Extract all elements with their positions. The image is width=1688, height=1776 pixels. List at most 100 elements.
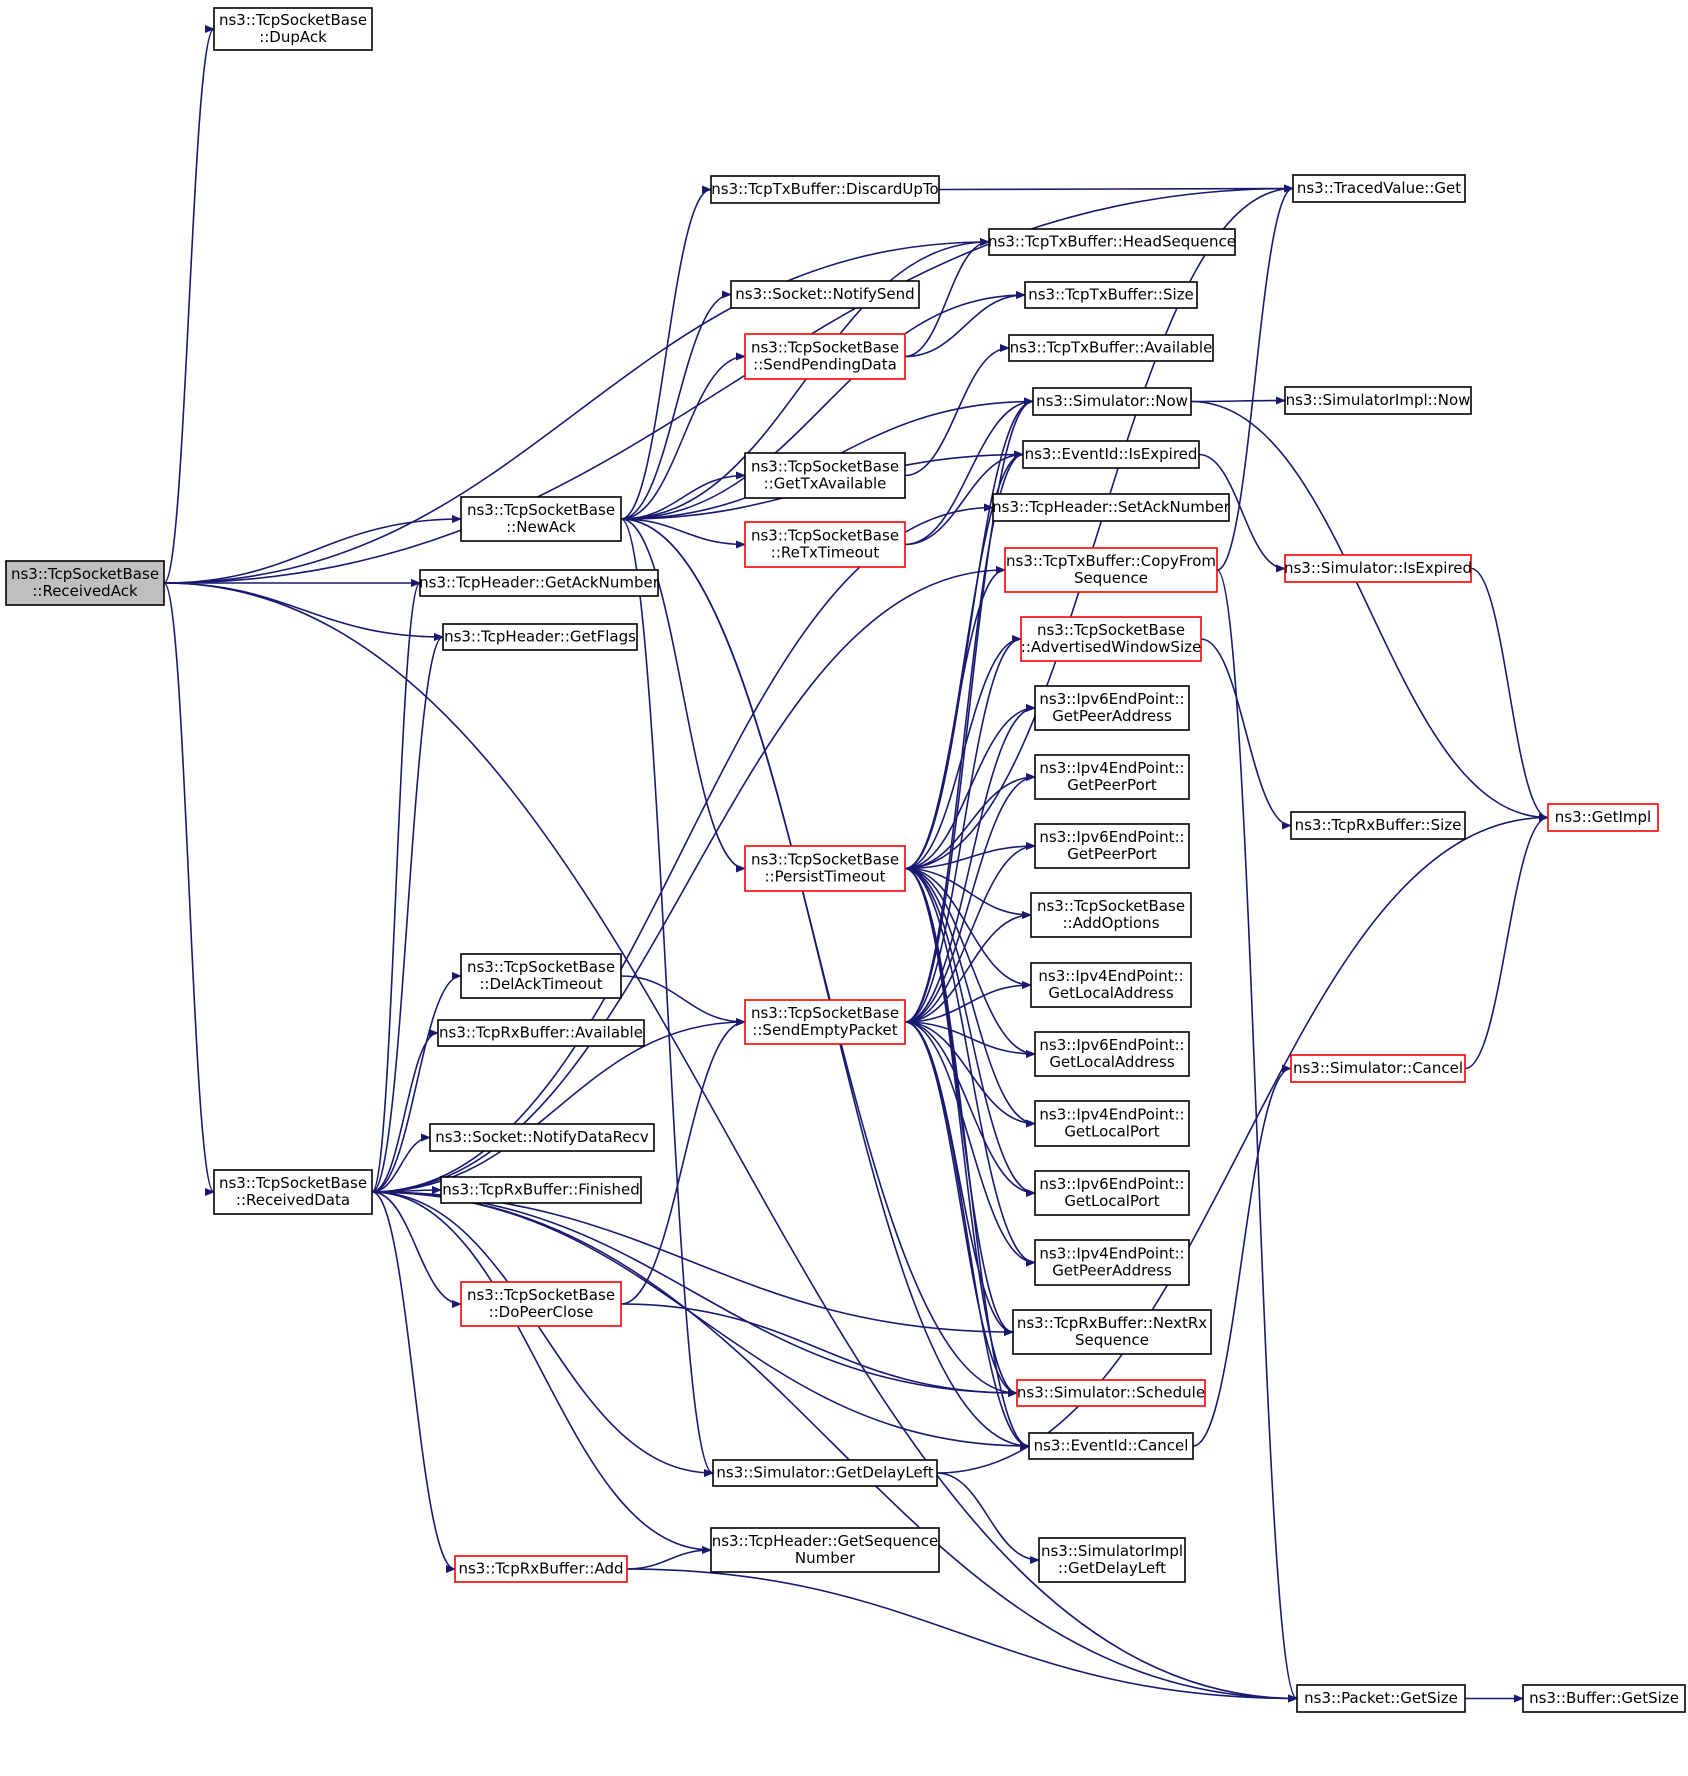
node-buffer-get-size[interactable]: ns3::Buffer::GetSize xyxy=(1522,1684,1686,1713)
call-edge-sim-now-to-simimpl-now xyxy=(1190,396,1286,405)
call-edge-copy-from-sequence-to-traced-value-get xyxy=(1216,184,1294,571)
node-box xyxy=(710,175,940,204)
node-label: GetLocalPort xyxy=(1064,1192,1159,1210)
node-dup-ack[interactable]: ns3::TcpSocketBase::DupAck xyxy=(213,7,373,51)
node-label: ns3::Ipv4EndPoint:: xyxy=(1039,759,1184,777)
node-simimpl-now[interactable]: ns3::SimulatorImpl::Now xyxy=(1284,386,1472,415)
node-box xyxy=(1038,1537,1186,1583)
node-label: ns3::Simulator::Now xyxy=(1036,392,1188,410)
node-box xyxy=(1292,174,1466,203)
node-event-cancel[interactable]: ns3::EventId::Cancel xyxy=(1028,1432,1194,1460)
node-box xyxy=(460,1281,622,1327)
node-new-ack[interactable]: ns3::TcpSocketBase::NewAck xyxy=(460,496,622,542)
node-sim-cancel[interactable]: ns3::Simulator::Cancel xyxy=(1290,1054,1466,1083)
node-retx-timeout[interactable]: ns3::TcpSocketBase::ReTxTimeout xyxy=(744,521,906,568)
node-set-ack-number[interactable]: ns3::TcpHeader::SetAckNumber xyxy=(992,493,1231,522)
call-edge-new-ack-to-tx-size xyxy=(620,291,1026,520)
node-box xyxy=(744,452,906,499)
node-label: ns3::TcpSocketBase xyxy=(467,958,615,976)
node-add-options[interactable]: ns3::TcpSocketBase::AddOptions xyxy=(1030,892,1192,938)
node-ipv4-get-local-address[interactable]: ns3::Ipv4EndPoint::GetLocalAddress xyxy=(1030,962,1192,1008)
node-label: ns3::TcpRxBuffer::Add xyxy=(458,1560,623,1578)
node-label: ns3::TcpSocketBase xyxy=(467,1286,615,1304)
call-edge-new-ack-to-notify-send xyxy=(620,290,732,520)
node-send-empty-packet[interactable]: ns3::TcpSocketBase::SendEmptyPacket xyxy=(744,999,906,1045)
call-edge-persist-timeout-to-event-cancel xyxy=(904,867,1030,1450)
node-head-sequence[interactable]: ns3::TcpTxBuffer::HeadSequence xyxy=(988,228,1236,256)
node-box xyxy=(1290,811,1466,840)
node-label: ns3::Buffer::GetSize xyxy=(1529,1689,1679,1707)
node-rx-finished[interactable]: ns3::TcpRxBuffer::Finished xyxy=(440,1176,642,1204)
node-label: ns3::TcpTxBuffer::Available xyxy=(1010,339,1213,357)
call-edge-received-data-to-copy-from-sequence xyxy=(371,566,1006,1193)
node-rx-available[interactable]: ns3::TcpRxBuffer::Available xyxy=(437,1019,645,1047)
node-advertised-window-size[interactable]: ns3::TcpSocketBase::AdvertisedWindowSize xyxy=(1020,616,1202,662)
call-edge-new-ack-to-persist-timeout xyxy=(620,518,746,873)
node-label: ns3::TcpHeader::GetAckNumber xyxy=(419,574,660,592)
call-edge-get-delay-left-to-simimpl-get-delay-left xyxy=(936,1472,1040,1564)
call-edge-persist-timeout-to-ipv6-get-local-address xyxy=(904,867,1036,1058)
node-box xyxy=(437,1019,645,1047)
node-box xyxy=(744,521,906,568)
call-edge-send-empty-packet-to-advertised-window-size xyxy=(904,635,1022,1023)
node-ipv6-get-peer-port[interactable]: ns3::Ipv6EndPoint::GetPeerPort xyxy=(1034,823,1190,869)
node-box xyxy=(1522,1684,1686,1713)
node-label: ns3::TcpTxBuffer::DiscardUpTo xyxy=(711,180,938,198)
node-traced-value-get[interactable]: ns3::TracedValue::Get xyxy=(1292,174,1466,203)
node-tx-size[interactable]: ns3::TcpTxBuffer::Size xyxy=(1024,281,1198,309)
node-sim-schedule[interactable]: ns3::Simulator::Schedule xyxy=(1016,1379,1206,1407)
node-do-peer-close[interactable]: ns3::TcpSocketBase::DoPeerClose xyxy=(460,1281,622,1327)
call-edge-send-empty-packet-to-ipv6-get-peer-port xyxy=(904,842,1036,1023)
node-del-ack-timeout[interactable]: ns3::TcpSocketBase::DelAckTimeout xyxy=(460,953,622,999)
call-edge-send-empty-packet-to-ipv4-get-local-port xyxy=(904,1021,1036,1128)
call-edge-new-ack-to-event-cancel xyxy=(620,518,1030,1450)
call-edge-get-tx-available-to-tx-available xyxy=(904,344,1010,477)
node-notify-send[interactable]: ns3::Socket::NotifySend xyxy=(730,280,920,309)
node-notify-data-recv[interactable]: ns3::Socket::NotifyDataRecv xyxy=(429,1123,655,1152)
node-ipv6-get-local-address[interactable]: ns3::Ipv6EndPoint::GetLocalAddress xyxy=(1034,1031,1190,1077)
node-label: ::AdvertisedWindowSize xyxy=(1021,638,1201,656)
node-box xyxy=(429,1123,655,1152)
node-box xyxy=(1034,1031,1190,1077)
node-box xyxy=(1016,1379,1206,1407)
node-label: ns3::TcpSocketBase xyxy=(467,501,615,519)
call-edge-persist-timeout-to-ipv4-get-local-port xyxy=(904,867,1036,1128)
node-discard-up-to[interactable]: ns3::TcpTxBuffer::DiscardUpTo xyxy=(710,175,940,204)
node-ipv4-get-peer-address[interactable]: ns3::Ipv4EndPoint::GetPeerAddress xyxy=(1034,1239,1190,1286)
node-send-pending-data[interactable]: ns3::TcpSocketBase::SendPendingData xyxy=(744,333,906,380)
node-label: ns3::TcpTxBuffer::CopyFrom xyxy=(1006,552,1216,570)
node-get-flags[interactable]: ns3::TcpHeader::GetFlags xyxy=(442,623,638,651)
node-simimpl-get-delay-left[interactable]: ns3::SimulatorImpl::GetDelayLeft xyxy=(1038,1537,1186,1583)
node-ipv4-get-peer-port[interactable]: ns3::Ipv4EndPoint::GetPeerPort xyxy=(1034,754,1190,800)
node-box xyxy=(744,999,906,1045)
node-persist-timeout[interactable]: ns3::TcpSocketBase::PersistTimeout xyxy=(744,845,906,892)
node-label: ::ReceivedAck xyxy=(32,582,138,600)
node-packet-get-size[interactable]: ns3::Packet::GetSize xyxy=(1296,1684,1466,1713)
node-get-impl[interactable]: ns3::GetImpl xyxy=(1547,803,1659,832)
node-is-expired[interactable]: ns3::EventId::IsExpired xyxy=(1022,440,1200,469)
call-edge-send-empty-packet-to-add-options xyxy=(904,911,1032,1023)
node-tx-available[interactable]: ns3::TcpTxBuffer::Available xyxy=(1008,334,1214,362)
call-edge-retx-timeout-to-sim-now xyxy=(904,397,1034,546)
node-label: ns3::Ipv4EndPoint:: xyxy=(1038,967,1183,985)
node-box xyxy=(1296,1684,1466,1713)
node-box xyxy=(992,493,1230,522)
node-label: ::NewAck xyxy=(506,518,576,536)
node-get-ack-number[interactable]: ns3::TcpHeader::GetAckNumber xyxy=(419,569,660,597)
node-sim-now[interactable]: ns3::Simulator::Now xyxy=(1032,387,1192,416)
node-rx-add[interactable]: ns3::TcpRxBuffer::Add xyxy=(454,1555,628,1583)
node-ipv4-get-local-port[interactable]: ns3::Ipv4EndPoint::GetLocalPort xyxy=(1034,1100,1190,1147)
call-edge-send-empty-packet-to-ipv6-get-local-address xyxy=(904,1021,1036,1058)
node-label: ::DupAck xyxy=(259,28,327,46)
node-sim-is-expired[interactable]: ns3::Simulator::IsExpired xyxy=(1284,554,1472,583)
node-received-data[interactable]: ns3::TcpSocketBase::ReceivedData xyxy=(213,1169,373,1215)
node-rx-size[interactable]: ns3::TcpRxBuffer::Size xyxy=(1290,811,1466,840)
node-get-tx-available[interactable]: ns3::TcpSocketBase::GetTxAvailable xyxy=(744,452,906,499)
node-ipv6-get-peer-address[interactable]: ns3::Ipv6EndPoint::GetPeerAddress xyxy=(1034,685,1190,731)
node-get-delay-left[interactable]: ns3::Simulator::GetDelayLeft xyxy=(712,1459,938,1487)
node-box xyxy=(460,496,622,542)
node-ipv6-get-local-port[interactable]: ns3::Ipv6EndPoint::GetLocalPort xyxy=(1034,1170,1190,1216)
